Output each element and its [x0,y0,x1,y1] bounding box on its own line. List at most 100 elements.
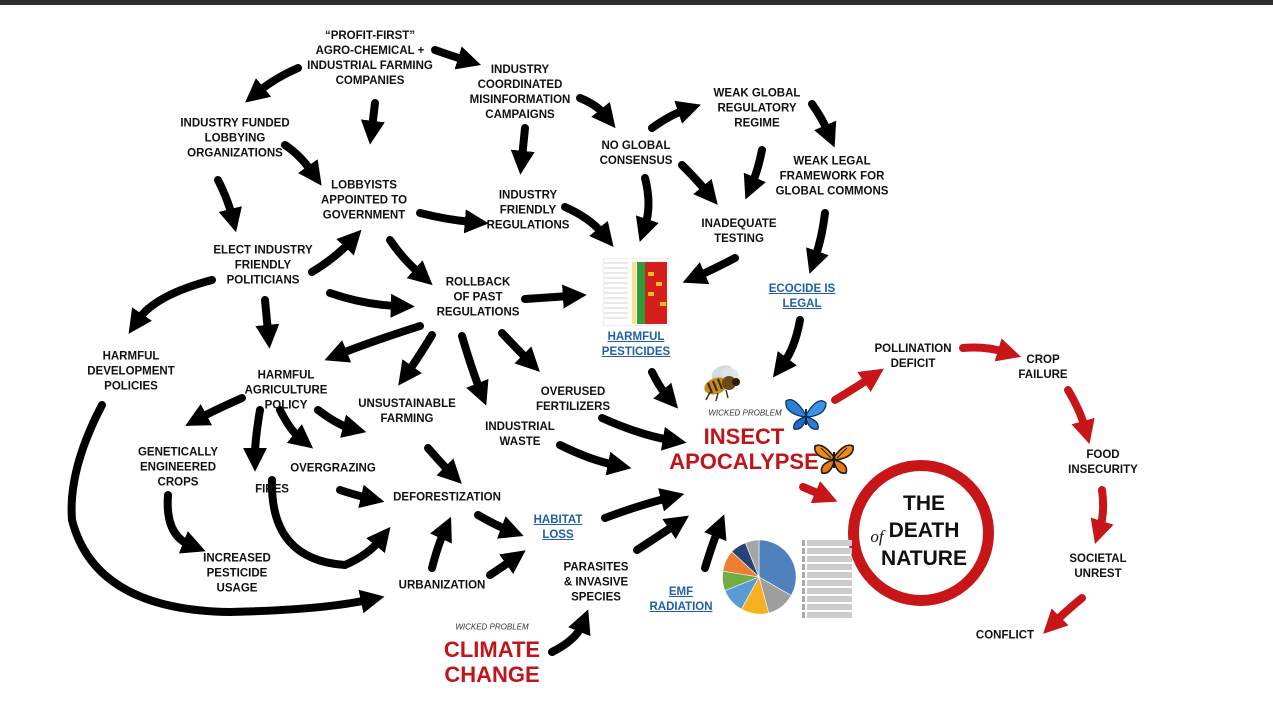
top-bar [0,0,1273,5]
node-no-global-consensus: NO GLOBAL CONSENSUS [599,140,673,167]
death-the-text: THE [903,492,945,515]
arrow [398,331,436,386]
node-harmful-agriculture-policy: HARMFUL AGRICULTURE POLICY [244,369,328,412]
arrow [635,174,659,242]
node-weak-legal-framework: WEAK LEGAL FRAMEWORK FOR GLOBAL COMMONS [775,155,889,198]
node-overused-fertilizers: OVERUSED FERTILIZERS [535,386,611,413]
arrow [799,481,838,504]
arrow [386,236,433,286]
arrow [743,146,766,200]
blue-butterfly-icon [785,399,827,430]
arrow [959,338,1022,362]
node-crop-failure: CROP FAILURE [1018,354,1068,381]
arrow [678,161,718,205]
arrow [416,209,489,234]
node-food-insecurity: FOOD INSECURITY [1068,449,1138,476]
arrow [276,406,314,449]
arrow [163,491,206,554]
arrow [576,94,616,129]
arrow [267,476,391,570]
death-death-text: DEATH [888,519,960,542]
arrow [243,406,268,472]
arrow [561,203,614,248]
arrow [308,229,362,276]
node-misinformation-campaigns: INDUSTRY COORDINATED MISINFORMATION CAMP… [469,64,571,121]
node-conflict: CONFLICT [975,629,1035,642]
arrow [128,276,216,334]
death-nature-text: NATURE [881,547,967,570]
pesticide-table-thumbnail [603,258,669,326]
node-harmful-development-policies: HARMFUL DEVELOPMENT POLICIES [87,350,175,393]
death-of-text: of [870,527,884,546]
climate-change-title: CLIMATE CHANGE [443,637,541,687]
pie-chart-thumbnail [722,539,797,615]
node-lobbyists-appointed: LOBBYISTS APPOINTED TO GOVERNMENT [320,179,408,222]
arrow [336,484,385,509]
node-rollback-regulations: ROLLBACK OF PAST REGULATIONS [436,276,520,319]
arrow [510,124,535,175]
node-industrial-waste: INDUSTRIAL WASTE [485,421,555,448]
wicked-problem-tag: WICKED PROBLEM [708,408,782,418]
node-societal-unrest: SOCIETAL UNREST [1069,553,1127,580]
arrow [1064,386,1095,445]
node-industry-friendly-regulations: INDUSTRY FRIENDLY REGULATIONS [486,189,570,232]
harmful-pesticides-link[interactable]: HARMFUL PESTICIDES [601,331,671,358]
arrow [424,444,462,484]
arrow [428,516,452,572]
death-of-nature-circle [848,460,994,606]
arrow [67,401,385,617]
arrow [556,441,632,476]
arrow [648,368,679,409]
arrow [1090,486,1114,545]
arrow [498,329,540,372]
arrow [360,99,385,145]
node-urbanization: URBANIZATION [398,579,486,592]
habitat-loss-link[interactable]: HABITAT LOSS [533,514,583,541]
arrow [314,406,367,438]
arrow [245,64,302,103]
arrow [326,289,415,318]
arrow [601,488,685,522]
arrow [474,511,524,539]
wicked-problem-tag: WICKED PROBLEM [455,622,529,632]
arrow [486,550,526,579]
arrow [548,609,591,656]
node-elect-politicians: ELECT INDUSTRY FRIENDLY POLITICIANS [213,244,313,287]
node-lobbying-organizations: INDUSTRY FUNDED LOBBYING ORGANIZATIONS [180,117,290,160]
emf-radiation-link[interactable]: EMF RADIATION [649,586,713,613]
arrow [772,316,804,378]
arrow [214,176,242,233]
monarch-butterfly-icon [814,444,854,475]
node-unsustainable-farming: UNSUSTAINABLE FARMING [358,398,456,425]
arrow [324,322,424,363]
node-genetically-engineered-crops: GENETICALLY ENGINEERED CROPS [137,446,219,489]
bee-icon [704,365,740,402]
arrow [521,284,587,309]
arrow [808,100,837,148]
arrow [682,254,739,285]
arrow [1043,594,1086,634]
arrow [431,46,482,70]
node-increased-pesticide-usage: INCREASED PESTICIDE USAGE [203,552,271,595]
arrow [831,368,884,404]
node-profit-first: “PROFIT-FIRST” AGRO-CHEMICAL + INDUSTRIA… [307,30,433,87]
arrow [598,414,687,451]
node-fires: FIRES [255,483,289,496]
arrow [701,514,727,572]
insect-apocalypse-title: INSECT APOCALYPSE [669,424,819,474]
arrow [281,141,322,186]
node-inadequate-testing: INADEQUATE TESTING [701,218,777,245]
node-overgrazing: OVERGRAZING [290,462,376,475]
pie-legend [802,540,852,620]
arrow [458,332,489,406]
node-deforestization: DEFORESTIZATION [393,491,501,504]
arrow [633,515,689,554]
node-parasites-invasive-species: PARASITES & INVASIVE SPECIES [563,561,629,604]
ecocide-is-legal-link[interactable]: ECOCIDE IS LEGAL [768,283,836,310]
arrow [648,100,701,132]
node-pollination-deficit: POLLINATION DEFICIT [874,343,952,370]
arrow [255,296,280,349]
arrow [806,209,829,274]
arrow [185,394,246,426]
